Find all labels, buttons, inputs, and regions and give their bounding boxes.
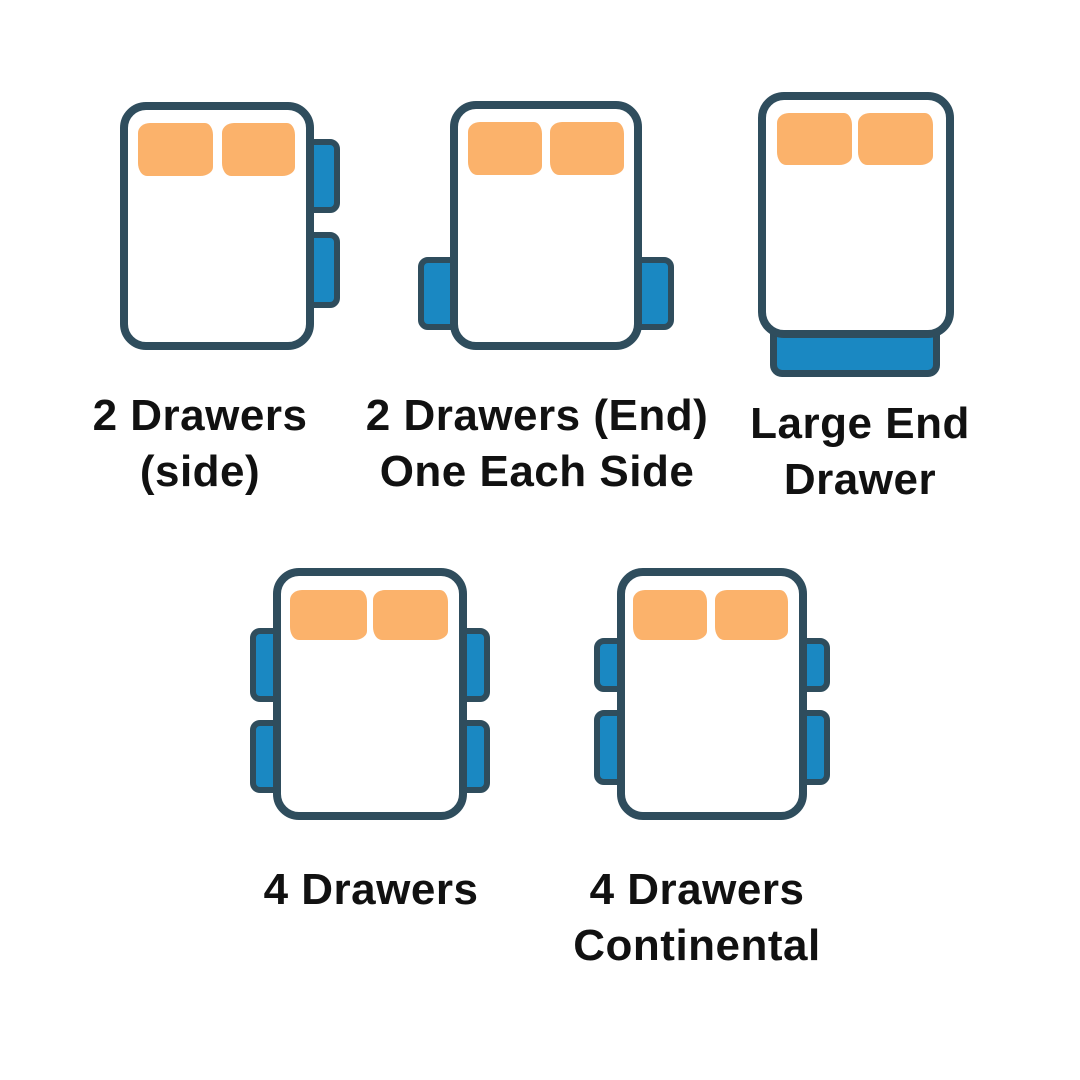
- pillow-right: [715, 590, 788, 640]
- label-2-drawers-side: 2 Drawers (side): [93, 388, 308, 500]
- bed-top-view: [758, 92, 954, 338]
- label-line: One Each Side: [379, 447, 695, 496]
- bed-variant-4-drawers-continental: [594, 568, 830, 820]
- label-line: Drawer: [783, 455, 937, 504]
- pillow-right: [550, 122, 624, 175]
- label-large-end-drawer: Large End Drawer: [750, 396, 970, 508]
- bed-variant-large-end-drawer: [758, 92, 954, 377]
- pillow-right: [373, 590, 448, 640]
- label-line: 2 Drawers (End): [365, 391, 709, 440]
- pillow-left: [777, 113, 852, 165]
- label-2-drawers-end: 2 Drawers (End) One Each Side: [366, 388, 708, 500]
- label-line: 2 Drawers: [92, 391, 308, 440]
- bed-top-view: [120, 102, 314, 350]
- pillow-left: [138, 123, 213, 176]
- label-line: (side): [139, 447, 261, 496]
- pillow-right: [222, 123, 295, 176]
- pillow-right: [858, 113, 933, 165]
- pillow-left: [633, 590, 707, 640]
- pillow-left: [290, 590, 367, 640]
- bed-variant-2-drawers-side: [120, 102, 340, 350]
- label-4-drawers-continental: 4 Drawers Continental: [573, 862, 820, 974]
- bed-top-view: [617, 568, 807, 820]
- bed-variant-4-drawers: [250, 568, 490, 820]
- bed-variant-2-drawers-end: [418, 101, 674, 350]
- label-line: Large End: [750, 399, 970, 448]
- label-line: Continental: [573, 921, 821, 970]
- label-line: 4 Drawers: [263, 865, 479, 914]
- pillow-left: [468, 122, 542, 175]
- label-4-drawers: 4 Drawers: [264, 862, 479, 918]
- bed-top-view: [450, 101, 642, 350]
- bed-top-view: [273, 568, 467, 820]
- label-line: 4 Drawers: [589, 865, 805, 914]
